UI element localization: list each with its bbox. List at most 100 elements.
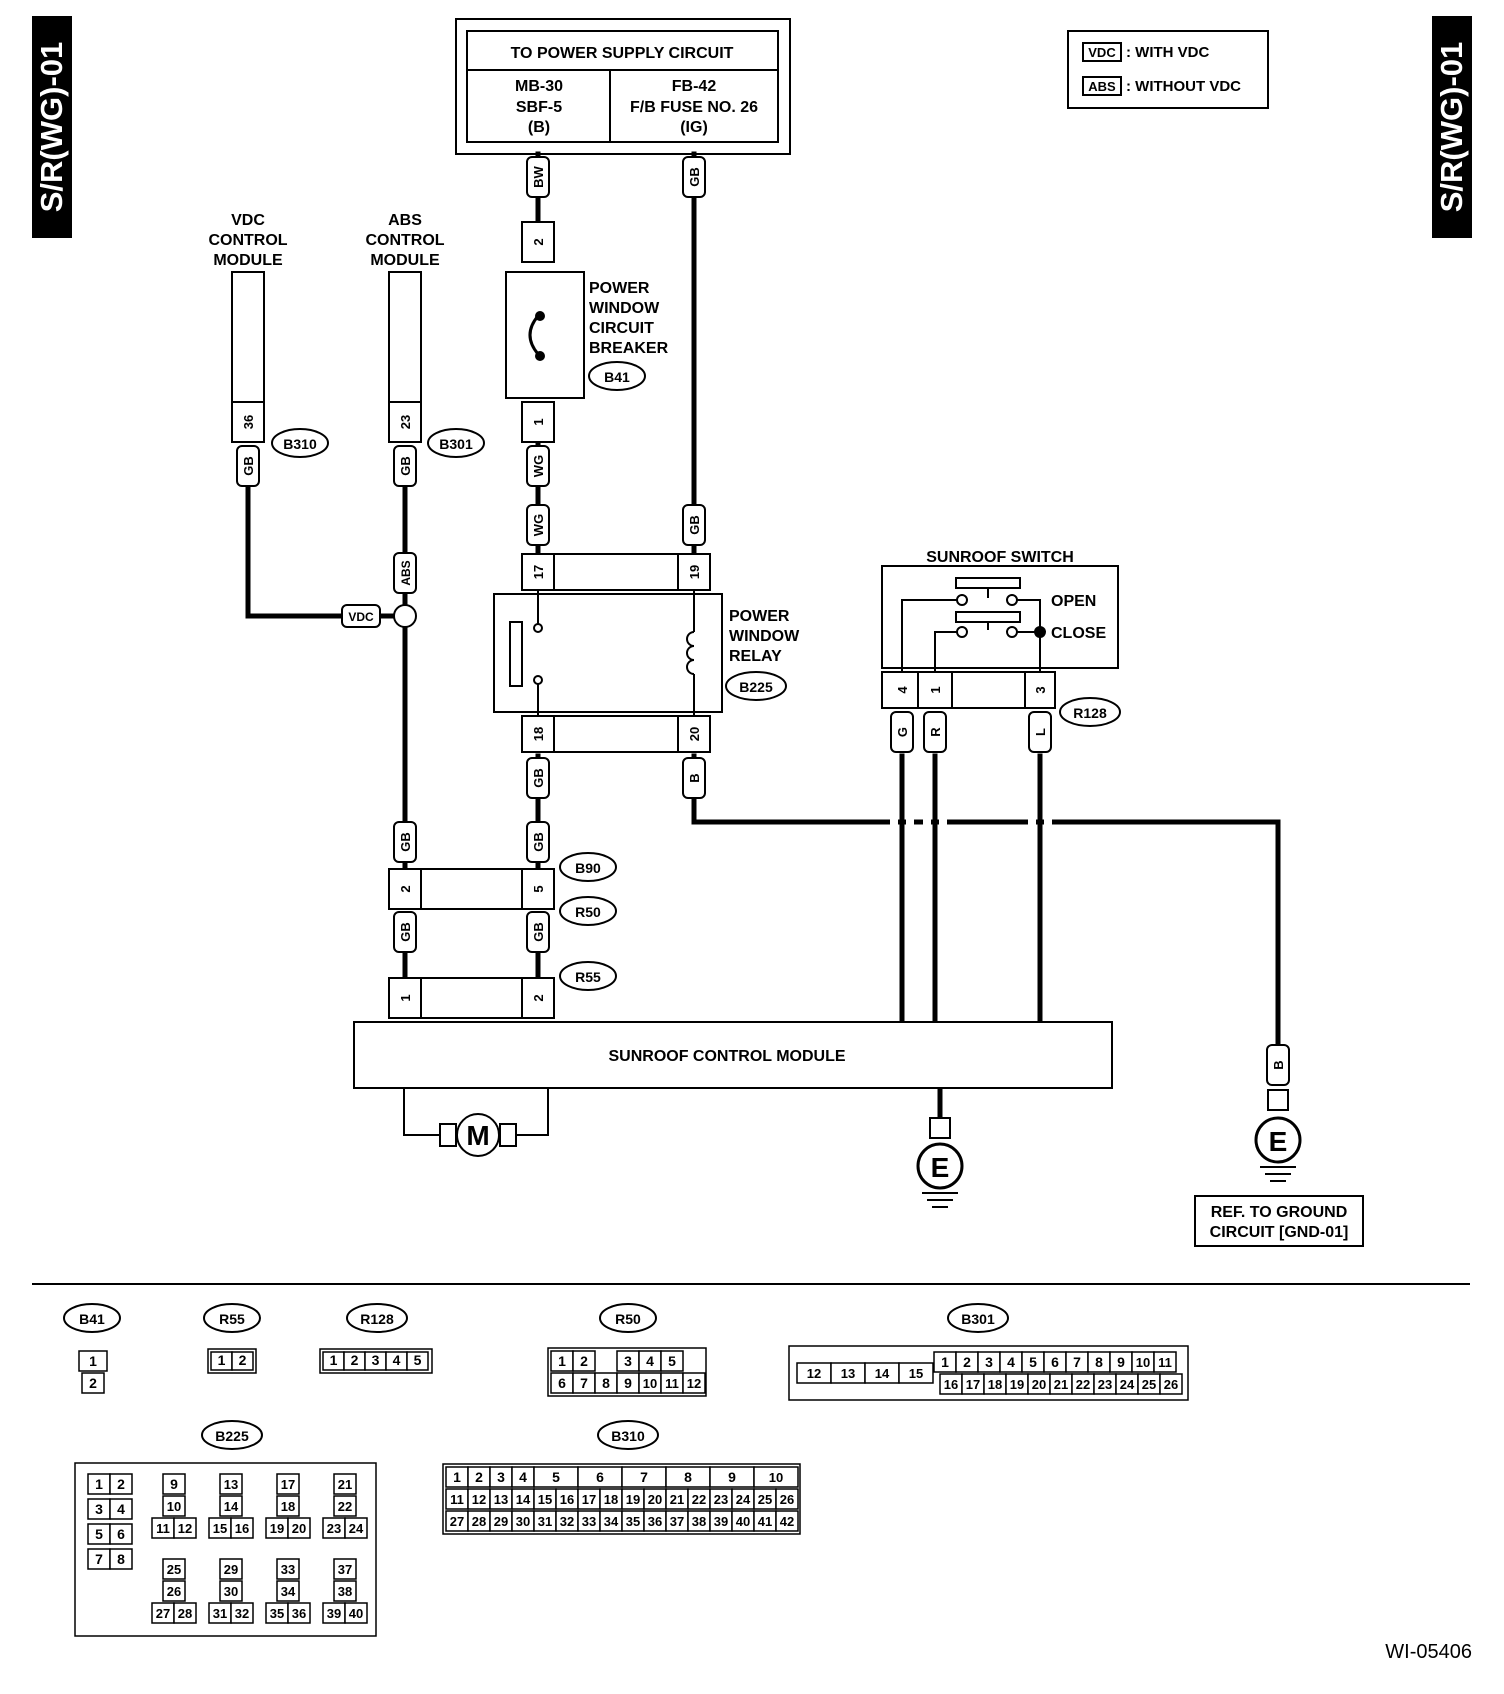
svg-text:22: 22 bbox=[1076, 1377, 1090, 1392]
svg-text:33: 33 bbox=[582, 1514, 596, 1529]
wire-tag-abs: ABS bbox=[393, 552, 417, 594]
b310-pin: 26 bbox=[775, 1488, 799, 1510]
b225-pin: 11 bbox=[151, 1517, 175, 1539]
svg-text:1: 1 bbox=[453, 1469, 461, 1485]
wire-tag-gb: GB bbox=[682, 156, 706, 198]
r128-pin: 3 bbox=[364, 1351, 387, 1371]
svg-text:MODULE: MODULE bbox=[370, 252, 440, 269]
svg-text:2: 2 bbox=[531, 994, 546, 1001]
svg-text:19: 19 bbox=[270, 1521, 284, 1536]
svg-text:B41: B41 bbox=[79, 1311, 105, 1327]
svg-text:12: 12 bbox=[472, 1492, 486, 1507]
svg-text:OPEN: OPEN bbox=[1051, 593, 1096, 610]
svg-text:8: 8 bbox=[602, 1375, 610, 1391]
b310-pin: 16 bbox=[555, 1488, 579, 1510]
svg-text:G: G bbox=[895, 727, 910, 737]
r50-pin: 7 bbox=[572, 1372, 596, 1394]
svg-text:23: 23 bbox=[1098, 1377, 1112, 1392]
svg-text:38: 38 bbox=[338, 1584, 352, 1599]
b301-pin: 21 bbox=[1049, 1373, 1073, 1395]
svg-text:7: 7 bbox=[95, 1551, 103, 1567]
b310-pin: 32 bbox=[555, 1510, 579, 1532]
wire-tag-gb: GB bbox=[393, 445, 417, 487]
b310-pin: 19 bbox=[621, 1488, 645, 1510]
svg-text:ABS: ABS bbox=[399, 560, 413, 585]
svg-text:ABS: ABS bbox=[388, 212, 422, 229]
svg-text:B: B bbox=[1271, 1060, 1286, 1069]
b310-pin: 35 bbox=[621, 1510, 645, 1532]
r55-face bbox=[207, 1348, 257, 1374]
b301-pin: 10 bbox=[1131, 1351, 1155, 1373]
connector-label-b90: B90 bbox=[575, 860, 601, 876]
b310-pin: 28 bbox=[467, 1510, 491, 1532]
wire-tag-gb: GB bbox=[682, 504, 706, 546]
b310-pin: 27 bbox=[445, 1510, 469, 1532]
pin-b310-36: 36 bbox=[241, 415, 256, 429]
svg-text:38: 38 bbox=[692, 1514, 706, 1529]
svg-text:10: 10 bbox=[1136, 1355, 1150, 1370]
b301-pin: 3 bbox=[977, 1351, 1001, 1373]
svg-text:SUNROOF CONTROL MODULE: SUNROOF CONTROL MODULE bbox=[608, 1048, 845, 1065]
svg-text:11: 11 bbox=[156, 1521, 170, 1536]
b310-pin: 37 bbox=[665, 1510, 689, 1532]
page-code-tab-right: S/R(WG)-01 bbox=[1432, 16, 1472, 238]
b301-pin: 4 bbox=[999, 1351, 1023, 1373]
b225-pin: 7 bbox=[87, 1548, 111, 1570]
b225-pin: 25 bbox=[162, 1558, 186, 1580]
svg-text:1: 1 bbox=[330, 1352, 338, 1368]
b301-pin: 16 bbox=[939, 1373, 963, 1395]
svg-text:6: 6 bbox=[1051, 1354, 1059, 1370]
svg-text:6: 6 bbox=[558, 1375, 566, 1391]
svg-text:34: 34 bbox=[604, 1514, 619, 1529]
svg-text:30: 30 bbox=[224, 1584, 238, 1599]
svg-text:17: 17 bbox=[966, 1377, 980, 1392]
svg-text:18: 18 bbox=[531, 727, 546, 741]
b225-pin: 21 bbox=[333, 1473, 357, 1495]
svg-text:WINDOW: WINDOW bbox=[729, 628, 800, 645]
svg-text:24: 24 bbox=[736, 1492, 751, 1507]
ground-symbol: E bbox=[931, 1152, 950, 1183]
svg-text:12: 12 bbox=[687, 1376, 701, 1391]
svg-text:R128: R128 bbox=[360, 1311, 394, 1327]
connector-label-r50: R50 bbox=[575, 904, 601, 920]
b301-pin: 6 bbox=[1043, 1351, 1067, 1373]
b225-pin: 39 bbox=[322, 1602, 346, 1624]
r128-pin: 1 bbox=[322, 1351, 345, 1371]
b225-pin: 36 bbox=[287, 1602, 311, 1624]
svg-text:35: 35 bbox=[270, 1606, 284, 1621]
svg-text:F/B FUSE NO. 26: F/B FUSE NO. 26 bbox=[630, 99, 758, 116]
svg-text:GB: GB bbox=[398, 456, 413, 476]
svg-text:14: 14 bbox=[875, 1366, 890, 1381]
svg-text:2: 2 bbox=[963, 1354, 971, 1370]
b301-pin: 23 bbox=[1093, 1373, 1117, 1395]
b225-pin: 12 bbox=[173, 1517, 197, 1539]
svg-text:17: 17 bbox=[582, 1492, 596, 1507]
r50-pin: 11 bbox=[660, 1372, 684, 1394]
b301-pin: 24 bbox=[1115, 1373, 1139, 1395]
wire-crossings bbox=[890, 809, 1052, 835]
connector-label-b225: B225 bbox=[739, 679, 773, 695]
svg-text:8: 8 bbox=[1095, 1354, 1103, 1370]
b310-pin: 24 bbox=[731, 1488, 755, 1510]
svg-text:32: 32 bbox=[235, 1606, 249, 1621]
svg-text:2: 2 bbox=[351, 1352, 359, 1368]
svg-text:1: 1 bbox=[928, 686, 943, 693]
svg-text:SUNROOF SWITCH: SUNROOF SWITCH bbox=[926, 549, 1074, 566]
b310-pin: 11 bbox=[445, 1488, 469, 1510]
svg-text:24: 24 bbox=[349, 1521, 364, 1536]
svg-text:REF. TO GROUND: REF. TO GROUND bbox=[1211, 1204, 1348, 1221]
svg-text:5: 5 bbox=[668, 1353, 676, 1369]
b310-pin: 4 bbox=[511, 1466, 535, 1488]
b225-pin: 23 bbox=[322, 1517, 346, 1539]
svg-text:12: 12 bbox=[178, 1521, 192, 1536]
svg-text:VDC: VDC bbox=[231, 212, 265, 229]
svg-text:7: 7 bbox=[1073, 1354, 1081, 1370]
svg-text:10: 10 bbox=[643, 1376, 657, 1391]
b310-pin: 12 bbox=[467, 1488, 491, 1510]
svg-text:11: 11 bbox=[450, 1492, 464, 1507]
b301-pin: 13 bbox=[830, 1362, 866, 1384]
svg-text:2: 2 bbox=[89, 1375, 97, 1391]
b225-pin: 40 bbox=[344, 1602, 368, 1624]
svg-text:1: 1 bbox=[218, 1352, 226, 1368]
b41-pin: 1 bbox=[78, 1350, 108, 1372]
